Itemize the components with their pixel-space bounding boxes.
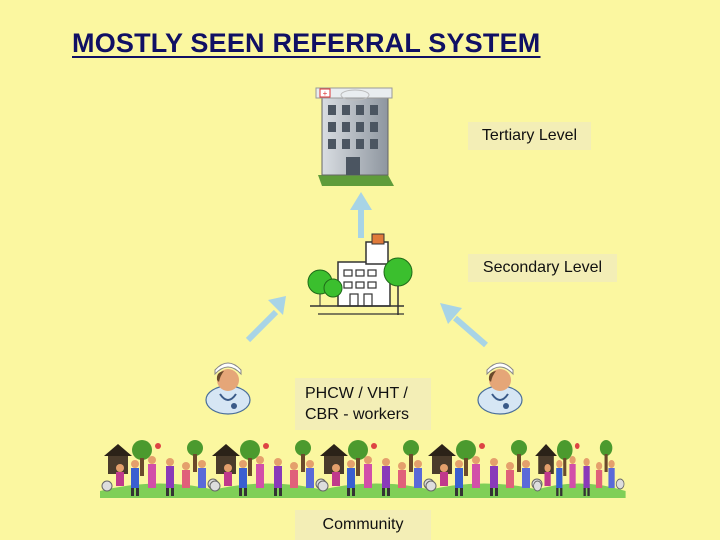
- hospital-building-icon: +: [315, 87, 394, 186]
- arrow-left-worker-to-secondary: [245, 296, 286, 343]
- arrow-secondary-to-tertiary: [350, 192, 372, 238]
- village-people-icon: [315, 439, 437, 499]
- health-worker-icon: [205, 362, 251, 415]
- clinic-building-icon: [307, 233, 413, 315]
- secondary-level-label: Secondary Level: [468, 254, 617, 282]
- workers-level-label: PHCW / VHT / CBR - workers: [295, 378, 431, 430]
- village-people-icon: [531, 439, 627, 499]
- tertiary-level-label: Tertiary Level: [468, 122, 591, 150]
- page-title: MOSTLY SEEN REFERRAL SYSTEM: [72, 28, 541, 58]
- village-people-icon: [207, 439, 329, 499]
- community-level-label: Community: [295, 510, 431, 540]
- workers-label-line2: CBR - workers: [305, 406, 410, 423]
- arrow-right-worker-to-secondary: [440, 303, 488, 348]
- svg-text:+: +: [323, 89, 328, 98]
- health-worker-icon: [477, 362, 523, 415]
- workers-label-line1: PHCW / VHT /: [305, 385, 408, 402]
- village-people-icon: [423, 439, 545, 499]
- village-people-icon: [99, 439, 221, 499]
